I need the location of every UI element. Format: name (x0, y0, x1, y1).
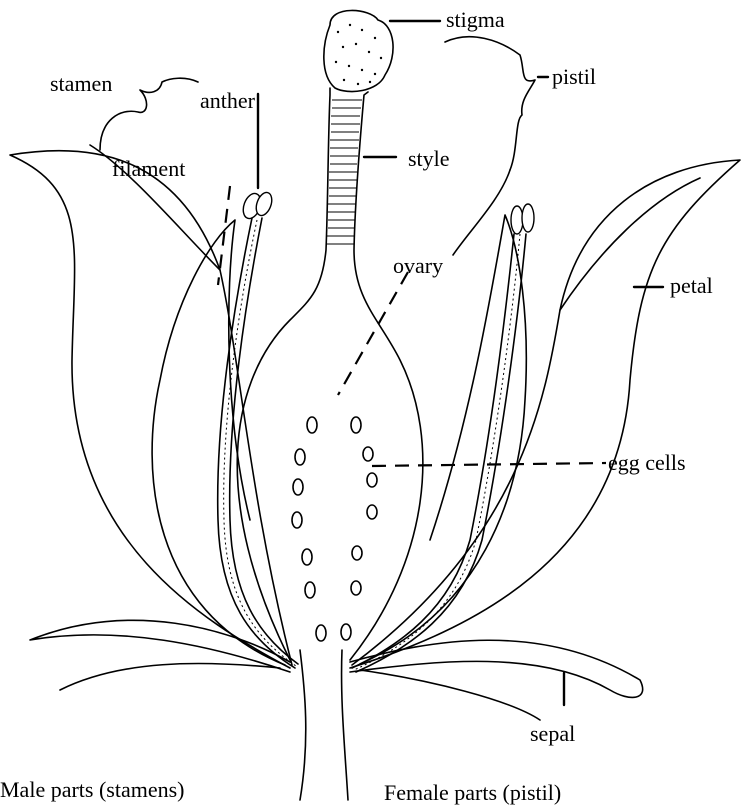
label-stamen: stamen (50, 71, 112, 96)
petal-left (10, 145, 292, 668)
egg-cells (292, 417, 377, 641)
label-petal: petal (670, 273, 713, 298)
label-anther: anther (200, 88, 256, 113)
leader-lines (100, 21, 663, 705)
label-pistil: pistil (552, 64, 596, 89)
captions: Male parts (stamens) Female parts (pisti… (0, 777, 561, 805)
label-sepal: sepal (530, 721, 575, 746)
label-ovary: ovary (393, 253, 443, 278)
anther-right (511, 206, 523, 234)
label-stigma: stigma (446, 7, 505, 32)
stem (300, 650, 348, 800)
stigma-shape (324, 10, 393, 91)
stigma-dots (335, 24, 382, 85)
style-hatching (327, 100, 362, 244)
caption-female: Female parts (pistil) (384, 780, 561, 805)
style-shape (237, 88, 330, 660)
label-egg-cells: egg cells (608, 450, 686, 475)
pistil (237, 10, 423, 660)
label-filament: filament (112, 156, 185, 181)
label-style: style (408, 146, 450, 171)
labels: stigma pistil stamen anther filament sty… (50, 7, 713, 746)
petal-right (350, 160, 740, 668)
sepal-left (30, 620, 290, 690)
stamen-left (218, 190, 298, 668)
caption-male: Male parts (stamens) (0, 777, 185, 802)
stamen-brace (100, 78, 198, 150)
pistil-brace (445, 37, 535, 170)
